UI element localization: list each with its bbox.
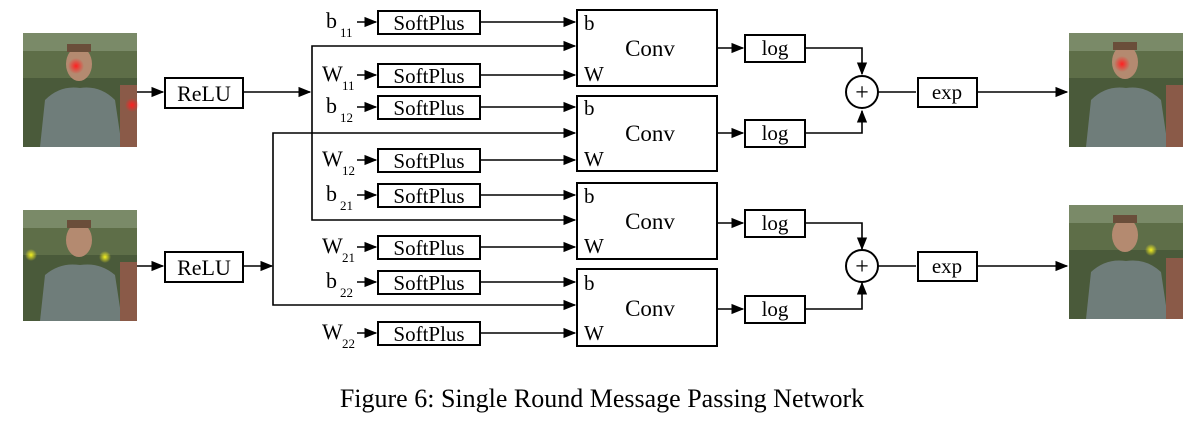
param-label: W bbox=[322, 319, 343, 344]
param-label: b bbox=[326, 8, 337, 33]
softplus-box bbox=[377, 63, 481, 88]
param-row-b22: b 22 SoftPlus bbox=[326, 268, 481, 300]
exp-box-bottom: exp bbox=[917, 251, 978, 282]
figure-caption: Figure 6: Single Round Message Passing N… bbox=[339, 384, 865, 413]
softplus-box bbox=[377, 10, 481, 35]
param-row-b21: b 21 SoftPlus bbox=[326, 181, 481, 213]
param-label: b bbox=[326, 93, 337, 118]
log-box-2: log bbox=[744, 119, 806, 148]
param-subscript: 12 bbox=[342, 163, 355, 178]
log-box-4: log bbox=[744, 295, 806, 324]
log-box-3: log bbox=[744, 209, 806, 238]
param-label: W bbox=[322, 61, 343, 86]
param-subscript: 22 bbox=[340, 285, 353, 300]
output-image-top bbox=[1069, 33, 1183, 147]
message-passing-diagram: ReLU ReLU b 11 SoftPlus W 11 SoftPlus b … bbox=[23, 8, 1183, 351]
softplus-box bbox=[377, 235, 481, 260]
param-subscript: 21 bbox=[340, 198, 353, 213]
exp-label: exp bbox=[932, 80, 962, 104]
log-box-1: log bbox=[744, 34, 806, 63]
conv-label: Conv bbox=[625, 36, 675, 61]
param-label: b bbox=[326, 181, 337, 206]
conv-box-21: b W Conv bbox=[576, 182, 718, 260]
sum-node-bottom: + bbox=[845, 249, 879, 283]
softplus-label: SoftPlus bbox=[393, 184, 464, 208]
conv-port-b: b bbox=[584, 184, 595, 208]
relu-label: ReLU bbox=[177, 255, 231, 280]
softplus-box bbox=[377, 321, 481, 346]
input-image-top bbox=[23, 33, 139, 147]
conv-label: Conv bbox=[625, 296, 675, 321]
relu-label: ReLU bbox=[177, 81, 231, 106]
relu-box-top: ReLU bbox=[164, 77, 244, 109]
conv-port-w: W bbox=[584, 62, 604, 86]
softplus-label: SoftPlus bbox=[393, 271, 464, 295]
relu-box-bottom: ReLU bbox=[164, 251, 244, 283]
conv-box-12: b W Conv bbox=[576, 95, 718, 172]
softplus-label: SoftPlus bbox=[393, 236, 464, 260]
param-row-b12: b 12 SoftPlus bbox=[326, 93, 481, 125]
param-label: b bbox=[326, 268, 337, 293]
softplus-box bbox=[377, 95, 481, 120]
log-label: log bbox=[762, 297, 789, 321]
exp-box-top: exp bbox=[917, 77, 978, 108]
softplus-label: SoftPlus bbox=[393, 149, 464, 173]
param-row-b11: b 11 SoftPlus bbox=[326, 8, 481, 40]
log-label: log bbox=[762, 211, 789, 235]
conv-box-11: b W Conv bbox=[576, 9, 718, 87]
param-subscript: 12 bbox=[340, 110, 353, 125]
param-row-w11: W 11 SoftPlus bbox=[322, 61, 481, 93]
exp-label: exp bbox=[932, 254, 962, 278]
param-subscript: 22 bbox=[342, 336, 355, 351]
param-subscript: 11 bbox=[340, 25, 353, 40]
conv-port-b: b bbox=[584, 11, 595, 35]
softplus-box bbox=[377, 183, 481, 208]
sum-node-top: + bbox=[845, 75, 879, 109]
connections bbox=[137, 16, 1069, 339]
conv-label: Conv bbox=[625, 121, 675, 146]
conv-port-b: b bbox=[584, 271, 595, 295]
input-image-bottom bbox=[23, 210, 137, 321]
param-label: W bbox=[322, 146, 343, 171]
param-row-w21: W 21 SoftPlus bbox=[322, 233, 481, 265]
param-row-w12: W 12 SoftPlus bbox=[322, 146, 481, 178]
param-row-w22: W 22 SoftPlus bbox=[322, 319, 481, 351]
conv-port-b: b bbox=[584, 96, 595, 120]
output-image-bottom bbox=[1069, 205, 1183, 319]
plus-symbol: + bbox=[855, 254, 869, 280]
conv-box-22: b W Conv bbox=[576, 268, 718, 347]
softplus-box bbox=[377, 270, 481, 295]
conv-port-w: W bbox=[584, 234, 604, 258]
conv-port-w: W bbox=[584, 147, 604, 171]
conv-label: Conv bbox=[625, 209, 675, 234]
softplus-box bbox=[377, 148, 481, 173]
softplus-label: SoftPlus bbox=[393, 11, 464, 35]
param-subscript: 11 bbox=[342, 78, 355, 93]
log-label: log bbox=[762, 36, 789, 60]
param-subscript: 21 bbox=[342, 250, 355, 265]
conv-port-w: W bbox=[584, 321, 604, 345]
softplus-label: SoftPlus bbox=[393, 322, 464, 346]
param-label: W bbox=[322, 233, 343, 258]
softplus-label: SoftPlus bbox=[393, 96, 464, 120]
plus-symbol: + bbox=[855, 80, 869, 106]
softplus-label: SoftPlus bbox=[393, 64, 464, 88]
log-label: log bbox=[762, 121, 789, 145]
